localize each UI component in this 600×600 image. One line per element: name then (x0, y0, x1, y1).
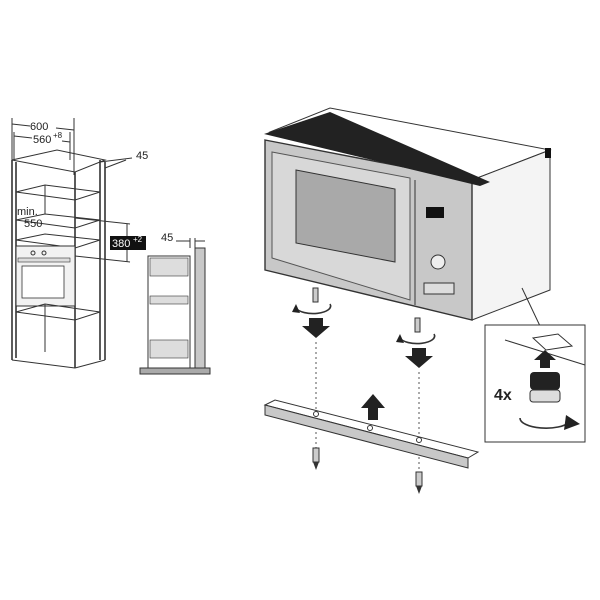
width-label: 600 (30, 121, 48, 133)
inner-width-tolerance: +8 (53, 131, 63, 140)
min-label: min. (17, 206, 38, 218)
mounting-rail (263, 399, 480, 494)
count-label: 4x (494, 387, 512, 404)
inner-width-label: 560 (33, 134, 51, 146)
microwave-drawing (264, 107, 552, 321)
side-depth-label: 45 (161, 232, 173, 244)
height-tolerance: +2 (133, 235, 143, 244)
side-view-drawing: 45 (139, 232, 211, 375)
height-label-box (110, 236, 146, 250)
detail-inset: 4x (484, 287, 586, 443)
cabinet-drawing: 380 +2 600 560 +8 45 min. 550 (11, 118, 148, 369)
height-label: 380 (112, 238, 130, 250)
depth-label: 45 (136, 150, 148, 162)
min-value: 550 (24, 218, 42, 230)
assembly-arrows (292, 287, 436, 472)
